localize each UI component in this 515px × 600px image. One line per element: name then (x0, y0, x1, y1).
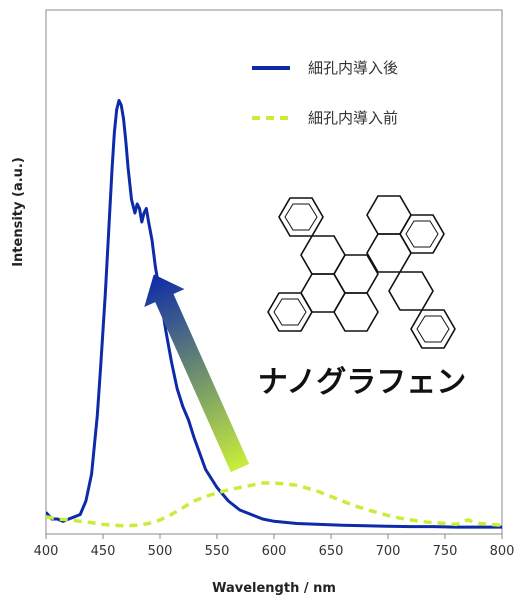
series-line-before (46, 481, 502, 528)
arrow-shape (144, 274, 250, 473)
ring-1-inner (284, 203, 318, 231)
legend-label-after: 細孔内導入後 (308, 59, 398, 77)
ring-3-inner (405, 220, 439, 248)
x-axis-label: Wavelength / nm (212, 581, 336, 596)
x-tick-label: 650 (319, 544, 344, 559)
x-tick-label: 500 (148, 544, 173, 559)
ring-8-inner (273, 298, 307, 326)
series-line-after (46, 99, 502, 529)
x-tick-label: 700 (376, 544, 401, 559)
ring-10 (333, 292, 379, 332)
legend-label-before: 細孔内導入前 (308, 109, 398, 127)
ring-11-inner (416, 315, 450, 343)
legend: 細孔内導入後 細孔内導入前 (252, 59, 398, 127)
nanographene-structure (267, 195, 456, 349)
plot-frame (45, 9, 503, 535)
series-layer (46, 99, 502, 529)
x-tick-label: 450 (91, 544, 116, 559)
x-axis-ticks: 400 450 500 550 600 650 700 750 800 (34, 534, 515, 559)
ring-11 (410, 309, 456, 349)
molecule-name: ナノグラフェン (258, 365, 467, 400)
x-tick-label: 400 (34, 544, 59, 559)
x-tick-label: 600 (262, 544, 287, 559)
x-tick-label: 750 (433, 544, 458, 559)
change-arrow (144, 274, 250, 473)
y-axis-label: Intensity (a.u.) (11, 157, 26, 267)
x-tick-label: 550 (205, 544, 230, 559)
x-tick-label: 800 (490, 544, 515, 559)
